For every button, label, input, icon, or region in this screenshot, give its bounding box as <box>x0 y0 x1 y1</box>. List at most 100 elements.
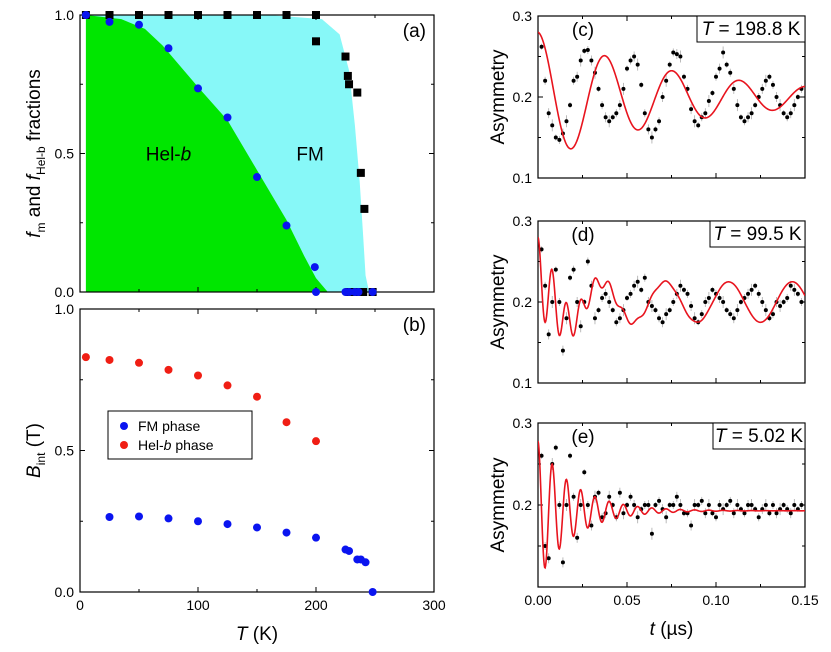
data-point <box>671 503 676 507</box>
data-point <box>539 44 544 49</box>
plot-frame <box>79 308 435 593</box>
data-point <box>635 62 640 67</box>
data-point <box>585 259 590 264</box>
data-point <box>706 503 711 507</box>
data-point <box>781 503 786 507</box>
data-point <box>717 295 722 300</box>
data-point <box>657 316 662 321</box>
data-point <box>600 103 605 108</box>
data-point <box>785 295 790 300</box>
data-point <box>699 498 704 503</box>
region-label-italic: b <box>181 145 192 166</box>
data-point <box>578 324 583 329</box>
data-point <box>678 503 683 507</box>
x-label-T: T <box>236 624 249 645</box>
data-point <box>710 511 715 516</box>
data-point <box>571 494 576 499</box>
data-point <box>746 291 751 296</box>
hel-b-fraction-point <box>310 263 319 272</box>
y-label-sub-m: m <box>34 223 48 233</box>
y-tick-label: 0.3 <box>513 8 533 24</box>
data-point <box>664 312 669 317</box>
data-point <box>674 494 679 499</box>
fm-fraction-square <box>312 11 320 19</box>
data-point <box>607 119 612 124</box>
plot-frame <box>537 220 806 384</box>
data-point <box>770 82 775 87</box>
panel-label: (a) <box>403 21 426 42</box>
data-point <box>696 503 701 507</box>
fm-phase-point <box>253 523 261 532</box>
x-label-unit: (K) <box>248 624 279 645</box>
legend-box <box>107 410 253 460</box>
data-point <box>721 50 726 55</box>
data-point <box>614 111 619 116</box>
fm-fraction-square <box>343 71 352 80</box>
data-point <box>685 291 690 296</box>
y-tick-label: 0.5 <box>55 146 75 162</box>
data-point <box>792 287 797 292</box>
x-label-t: t <box>650 619 656 640</box>
temperature-box-frame <box>709 220 806 248</box>
legend-hel-label: Hel-b phase <box>138 437 214 453</box>
data-point <box>550 300 555 304</box>
legend-fm-label: FM phase <box>138 418 200 434</box>
data-point <box>671 300 676 304</box>
data-point <box>692 119 697 124</box>
data-point <box>706 99 711 104</box>
data-point <box>621 511 626 516</box>
data-point <box>564 316 569 321</box>
data-point <box>628 58 633 63</box>
data-point <box>781 111 786 116</box>
data-point <box>703 511 708 516</box>
data-point <box>646 127 651 132</box>
data-point <box>568 103 573 108</box>
data-point <box>760 300 765 304</box>
hel-b-fraction-point <box>354 288 363 296</box>
hel-b-fraction-point <box>81 11 90 19</box>
hel-b-phase-point <box>105 355 114 364</box>
data-point <box>788 111 793 116</box>
data-point <box>578 503 583 507</box>
data-point <box>582 48 587 53</box>
data-point <box>681 74 686 79</box>
data-point <box>728 312 733 317</box>
data-point <box>781 300 786 304</box>
data-point <box>785 115 790 120</box>
hel-b-phase-point <box>164 365 173 374</box>
data-point <box>714 74 718 79</box>
data-point <box>742 511 747 516</box>
data-point <box>564 503 569 507</box>
data-point <box>539 247 544 252</box>
data-point <box>653 503 658 507</box>
data-point <box>746 503 751 507</box>
hel-b-fraction-point <box>312 288 320 296</box>
data-point <box>678 283 683 288</box>
panel-label: (e) <box>571 427 594 448</box>
fm-fraction-square <box>353 88 362 97</box>
data-point <box>557 137 562 142</box>
data-point <box>710 90 715 95</box>
data-point <box>681 287 686 292</box>
fm-phase-point <box>105 513 114 522</box>
fit-curve <box>538 31 805 150</box>
data-point <box>731 511 736 516</box>
data-point <box>543 78 548 83</box>
data-point <box>603 115 608 120</box>
temperature-box: T = 5.02 K <box>712 422 806 450</box>
data-point <box>596 308 601 313</box>
data-point <box>735 308 740 313</box>
fm-fraction-square <box>356 168 365 177</box>
x-tick-label: 0.00 <box>524 592 551 608</box>
fm-phase-point <box>345 546 354 555</box>
data-point <box>699 312 704 317</box>
data-point <box>763 308 768 313</box>
data-point <box>778 304 783 309</box>
y-axis-label: Bint (T) <box>24 423 48 478</box>
data-point <box>657 498 662 503</box>
x-tick-label: 200 <box>304 597 328 613</box>
data-point <box>575 74 580 79</box>
